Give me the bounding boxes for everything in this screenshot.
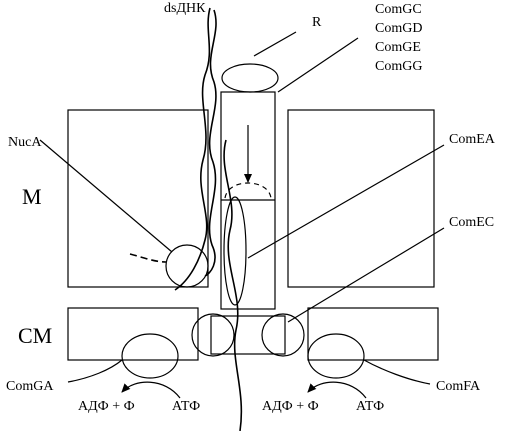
dna-dashed-tail bbox=[129, 253, 167, 263]
leader-comfa bbox=[363, 359, 431, 385]
comea-oval bbox=[223, 196, 247, 306]
comga-ellipse bbox=[121, 333, 179, 379]
label-comge: ComGE bbox=[375, 40, 421, 55]
label-comgc: ComGC bbox=[375, 2, 422, 17]
comec-circle-right bbox=[261, 313, 305, 357]
leader-comg bbox=[277, 37, 359, 93]
comec-circle-left bbox=[191, 313, 235, 357]
dsdna-strand-2 bbox=[204, 9, 217, 277]
wall-block-right bbox=[287, 109, 435, 288]
label-nuca: NucA bbox=[8, 135, 42, 150]
label-adp-right: АДФ + Ф bbox=[262, 399, 319, 414]
label-comgg: ComGG bbox=[375, 59, 422, 74]
membrane-block-left bbox=[67, 307, 199, 361]
label-r: R bbox=[312, 15, 322, 30]
membrane-block-right bbox=[307, 307, 439, 361]
wall-block-left bbox=[67, 109, 209, 288]
label-atp-right: АТФ bbox=[356, 399, 384, 414]
label-m: M bbox=[22, 184, 42, 209]
atp-arrow-left bbox=[121, 381, 181, 399]
label-comea: ComEA bbox=[449, 132, 496, 147]
atp-arrow-right bbox=[307, 381, 367, 399]
dashed-cap bbox=[224, 182, 272, 199]
label-comgd: ComGD bbox=[375, 21, 422, 36]
label-comga: ComGA bbox=[6, 379, 54, 394]
comg-pilin-oval bbox=[221, 63, 279, 93]
nuca-circle bbox=[165, 244, 209, 288]
label-comfa: ComFA bbox=[436, 379, 481, 394]
label-dsdna: dsДНК bbox=[164, 1, 206, 16]
label-comec: ComEC bbox=[449, 215, 494, 230]
leader-comga bbox=[67, 359, 123, 383]
label-adp-left: АДФ + Ф bbox=[78, 399, 135, 414]
label-cm: CM bbox=[18, 323, 52, 348]
comfa-ellipse bbox=[307, 333, 365, 379]
label-atp-left: АТФ bbox=[172, 399, 200, 414]
comec-ring-body bbox=[210, 315, 286, 355]
leader-comec bbox=[287, 227, 445, 323]
dsdna-strand-1 bbox=[174, 7, 211, 291]
ssdna-strand bbox=[223, 139, 243, 431]
leader-nuca bbox=[39, 139, 173, 253]
leader-comea bbox=[247, 144, 445, 259]
leader-r bbox=[253, 31, 297, 57]
